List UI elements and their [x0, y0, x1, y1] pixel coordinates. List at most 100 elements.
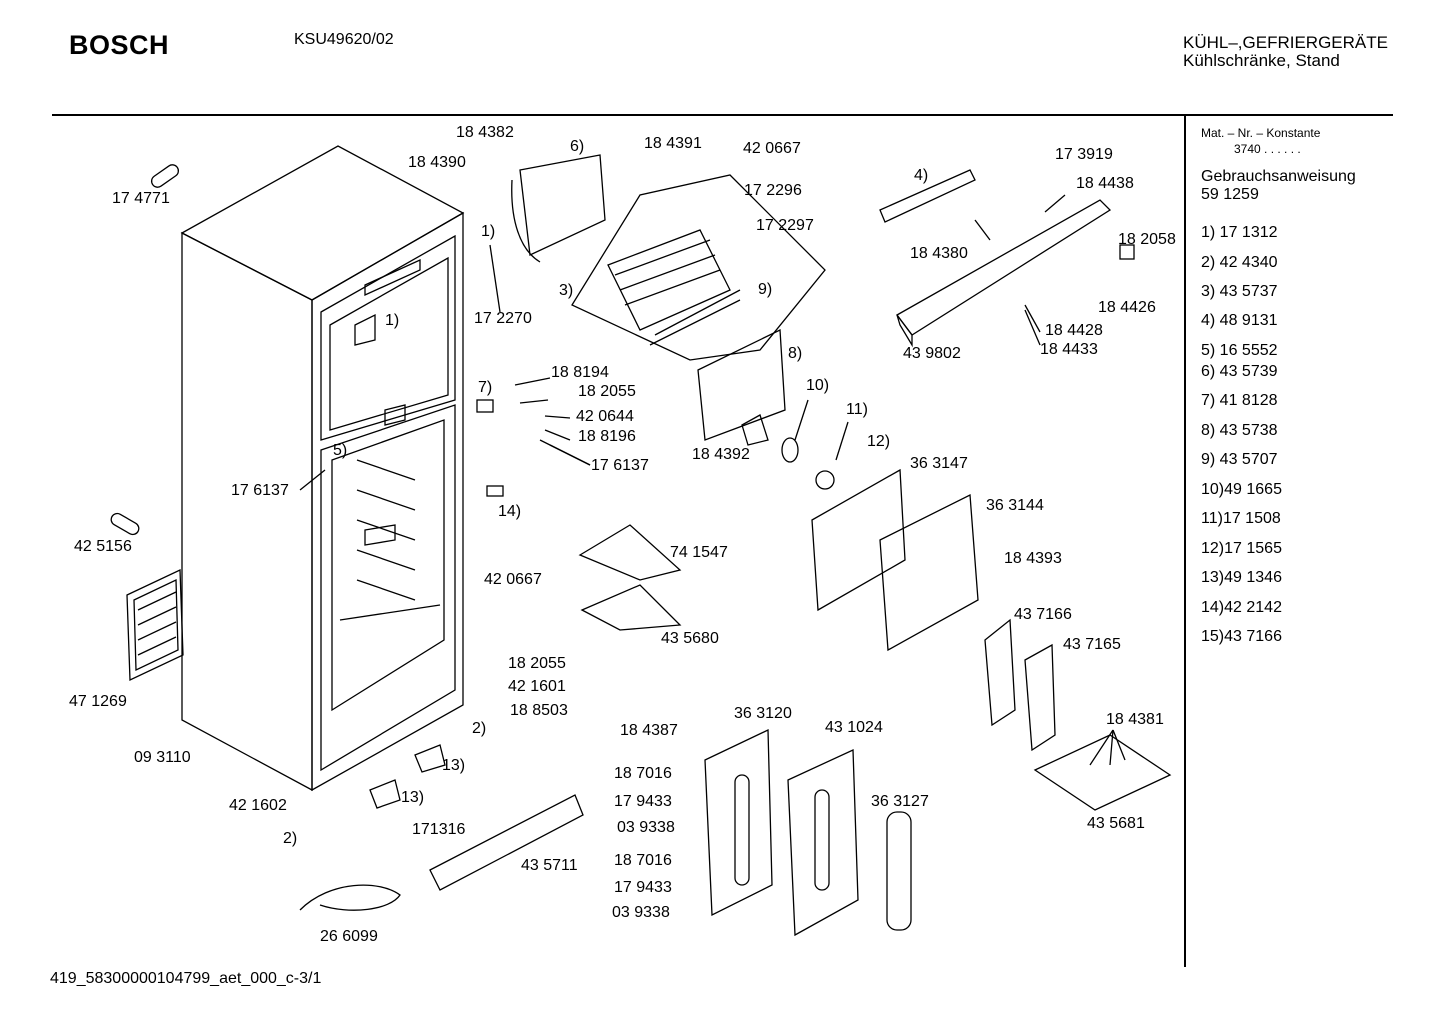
door-right-drawing — [787, 748, 859, 937]
part-label: 18 4390 — [408, 154, 466, 171]
assembly-item: 13)49 1346 — [1201, 569, 1282, 586]
assembly-item: 6) 43 5739 — [1201, 362, 1278, 380]
part-label: 1) — [481, 223, 496, 240]
part-label: 18 4381 — [1106, 711, 1164, 728]
part-label: 8) — [788, 345, 803, 362]
shelf-support-2-drawing — [1024, 643, 1056, 752]
hinge-1-drawing — [414, 744, 446, 773]
fan-motor-drawing — [781, 437, 799, 463]
mat-nr-value: 3740 . . . . . . — [1234, 142, 1301, 156]
cap-part-drawing — [150, 164, 180, 188]
side-panel: Mat. – Nr. – Konstante 3740 . . . . . . … — [1201, 126, 1391, 658]
model-number: KSU49620/02 — [294, 31, 394, 48]
part-label: 3) — [559, 282, 574, 299]
hinge-2-drawing — [369, 779, 401, 809]
part-label: 18 2055 — [578, 383, 636, 400]
part-label: 17 9433 — [614, 793, 672, 810]
assembly-item: 15)43 7166 — [1201, 628, 1282, 645]
assembly-item: 11)17 1508 — [1201, 510, 1281, 527]
part-label: 43 9802 — [903, 345, 961, 362]
part-label: 17 2270 — [474, 310, 532, 327]
power-cord-drawing — [299, 884, 401, 911]
assembly-list: 1) 17 1312 2) 42 4340 3) 43 5737 4) 48 9… — [1201, 224, 1391, 658]
part-label: 18 2055 — [508, 655, 566, 672]
door-left-drawing — [704, 728, 773, 917]
part-label: 13) — [401, 789, 425, 806]
part-label: 18 4391 — [644, 135, 702, 152]
manual-number: 59 1259 — [1201, 186, 1259, 203]
part-label: 42 1602 — [229, 797, 287, 814]
part-label: 11) — [846, 401, 868, 418]
part-label: 26 6099 — [320, 928, 378, 945]
bracket-drawing — [741, 414, 769, 446]
assembly-item: 8) 43 5738 — [1201, 421, 1278, 439]
part-label: 18 8196 — [578, 428, 636, 445]
assembly-item: 4) 48 9131 — [1201, 312, 1278, 329]
assembly-item: 12)17 1565 — [1201, 539, 1282, 557]
side-panel-divider — [1184, 116, 1186, 967]
door-right-handle-drawing — [814, 789, 830, 891]
assembly-item: 10)49 1665 — [1201, 480, 1282, 498]
part-label: 43 7165 — [1063, 636, 1121, 653]
part-label: 42 0667 — [743, 140, 801, 157]
part-label: 18 4433 — [1040, 341, 1098, 358]
header-divider — [52, 114, 1393, 116]
tray-support-drawing — [580, 584, 682, 631]
part-label: 17 3919 — [1055, 146, 1113, 163]
part-label: 18 7016 — [614, 852, 672, 869]
brand-logo: BOSCH — [69, 30, 170, 60]
inner-panel-drawing — [879, 493, 979, 652]
part-label: 17 6137 — [591, 457, 649, 474]
part-label: 18 4393 — [1004, 550, 1062, 567]
clip-part-drawing — [486, 485, 504, 497]
cover-plate-drawing — [697, 328, 786, 441]
bottom-cover-drawing — [429, 794, 584, 891]
part-label: 17 6137 — [231, 482, 289, 499]
part-label: 2) — [283, 830, 298, 847]
part-label: 47 1269 — [69, 693, 127, 710]
part-label: 36 3147 — [910, 455, 968, 472]
part-label: 18 7016 — [614, 765, 672, 782]
part-label: 42 0667 — [484, 571, 542, 588]
part-label: 74 1547 — [670, 544, 728, 561]
part-label: 171316 — [412, 821, 466, 838]
part-label: 43 5681 — [1087, 815, 1145, 832]
part-label: 2) — [472, 720, 487, 737]
part-label: 18 4428 — [1045, 322, 1103, 339]
assembly-item: 9) 43 5707 — [1201, 451, 1278, 468]
evaporator-drawing — [511, 154, 826, 361]
part-label: 1) — [385, 312, 400, 329]
part-label: 13) — [442, 757, 466, 774]
assembly-item: 5) 16 5552 — [1201, 341, 1278, 359]
part-label: 17 2297 — [756, 217, 814, 234]
part-label: 09 3110 — [134, 749, 191, 766]
part-label: 18 8194 — [551, 364, 609, 381]
part-label: 18 4392 — [692, 446, 750, 463]
door-shelf-drawing — [886, 811, 912, 931]
part-label: 18 4426 — [1098, 299, 1156, 316]
drain-tray-drawing — [578, 524, 682, 581]
part-label: 5) — [333, 442, 348, 459]
document-id: 419_58300000104799_aet_000_c-3/1 — [50, 970, 322, 987]
part-label: 36 3144 — [986, 497, 1044, 514]
part-label: 18 8503 — [510, 702, 568, 719]
part-label: 43 5711 — [521, 857, 578, 874]
control-panel-drawing — [879, 169, 1135, 348]
part-label: 17 2296 — [744, 182, 802, 199]
part-label: 36 3127 — [871, 793, 929, 810]
part-label: 42 0644 — [576, 408, 634, 425]
part-label: 43 5680 — [661, 630, 719, 647]
assembly-item: 7) 41 8128 — [1201, 392, 1278, 409]
part-label: 42 5156 — [74, 538, 132, 555]
category-subtitle: Kühlschränke, Stand — [1183, 51, 1340, 70]
part-label: 18 4380 — [910, 245, 968, 262]
door-left-handle-drawing — [734, 774, 750, 886]
part-label: 18 4387 — [620, 722, 678, 739]
part-label: 18 2058 — [1118, 231, 1176, 248]
part-label: 14) — [498, 503, 522, 520]
rear-panel-drawing — [811, 468, 906, 612]
mat-nr-label: Mat. – Nr. – Konstante — [1201, 126, 1321, 140]
assembly-item: 3) 43 5737 — [1201, 282, 1278, 300]
part-label: 12) — [867, 433, 891, 450]
